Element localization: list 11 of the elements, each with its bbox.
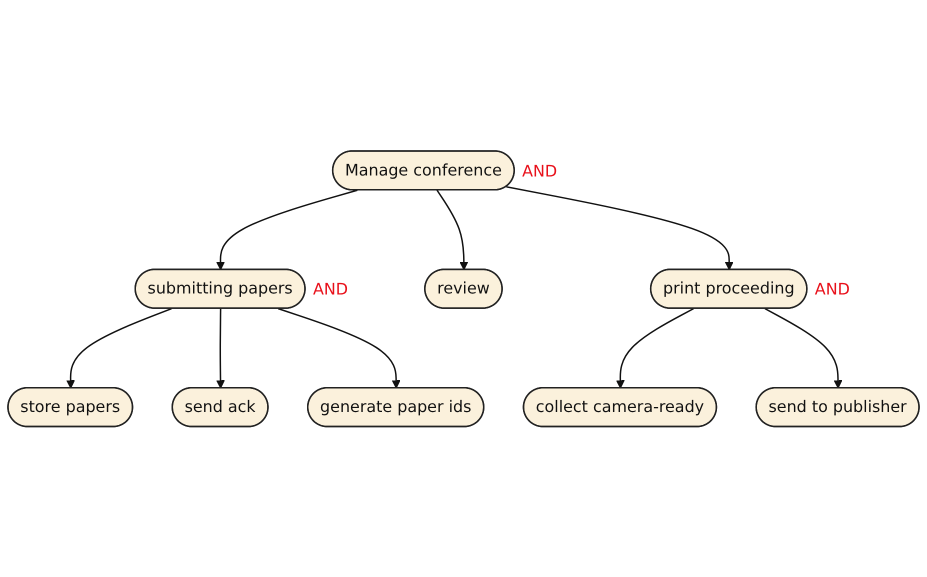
arrow [764,308,842,388]
arrow [216,189,358,270]
and-label: AND [312,279,348,298]
arrow [436,190,468,270]
arrow [66,308,172,388]
arrow [616,308,694,388]
and-label: AND [814,279,850,298]
arrow [278,308,400,388]
arrow [216,308,225,388]
arrow [506,186,734,270]
and-label: AND [522,161,558,180]
